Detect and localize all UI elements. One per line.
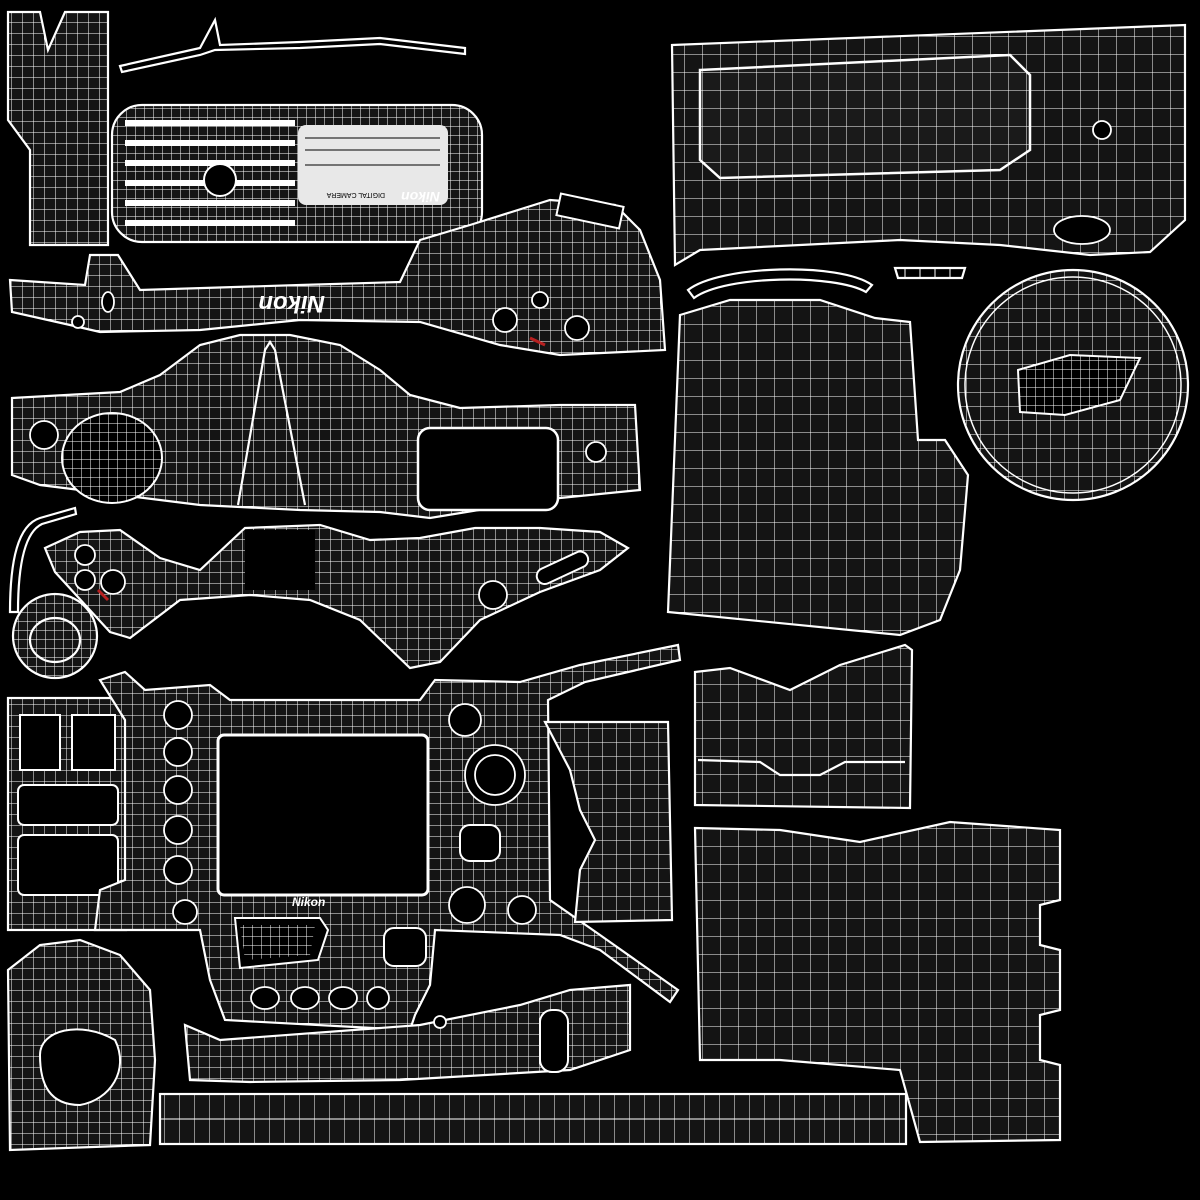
top-lcd-window <box>416 426 560 512</box>
strap-slot <box>539 1009 569 1073</box>
button-hole-icon <box>531 291 549 309</box>
red-marker <box>96 588 110 602</box>
uv-island-long-strip <box>158 1092 908 1146</box>
uv-island-bottom-plate: Nikon DIGITAL CAMERA <box>110 103 484 244</box>
connector-cover <box>17 834 119 896</box>
uv-island-grip-left <box>6 938 157 1152</box>
hotshoe-slot <box>555 192 625 230</box>
brand-logo-top: Nikon <box>258 290 325 317</box>
plate-caption-text: DIGITAL CAMERA <box>326 191 385 198</box>
slider-slot <box>535 550 590 586</box>
uv-island-top-body <box>10 333 642 520</box>
uv-island-side-strap <box>6 10 110 247</box>
dial-hole-icon <box>29 420 59 450</box>
button-hole-icon <box>585 441 607 463</box>
uv-island-grip-leather <box>543 720 674 924</box>
uv-island-right-side <box>666 298 970 637</box>
uv-island-front-top-strip: Nikon <box>8 192 667 357</box>
grip-hole <box>1053 215 1111 245</box>
connector-cover <box>17 784 119 826</box>
uv-island-arc-strip <box>686 268 874 300</box>
button-hole-icon <box>74 544 96 566</box>
strap-lug-icon <box>101 291 115 313</box>
plate-brand-text: Nikon <box>401 189 440 205</box>
button-hole-icon <box>74 569 96 591</box>
self-timer-lamp-icon <box>1092 120 1112 140</box>
uv-island-curved-strip <box>8 506 78 614</box>
back-lcd-screen <box>216 733 430 897</box>
uv-island-small-bar <box>893 266 967 280</box>
uv-island-top-strip-2 <box>43 523 630 670</box>
tripod-hole-icon <box>203 163 237 197</box>
uv-island-bottom-strip <box>183 983 632 1084</box>
uv-island-front-grip <box>670 23 1187 267</box>
button-hole-icon <box>492 307 518 333</box>
left-button-column <box>163 700 198 925</box>
strap-hole-icon <box>71 315 85 329</box>
red-marker <box>529 336 546 347</box>
uv-island-back-leather <box>693 820 1062 1144</box>
uv-island-back-left-panel <box>6 696 128 932</box>
uv-island-right-upper-panel <box>693 643 914 810</box>
uv-island-eyecup <box>11 592 99 680</box>
uv-island-back-main: Nikon <box>93 643 682 1032</box>
button-hole-icon <box>478 580 508 610</box>
brand-logo-back: Nikon <box>292 895 325 909</box>
right-controls <box>448 703 537 925</box>
bottom-button-row <box>250 986 390 1010</box>
uv-island-lens-mount <box>956 268 1190 502</box>
uv-island-thin-strip-top <box>118 16 467 74</box>
button-hole-icon <box>100 569 126 595</box>
button-hole-icon <box>564 315 590 341</box>
